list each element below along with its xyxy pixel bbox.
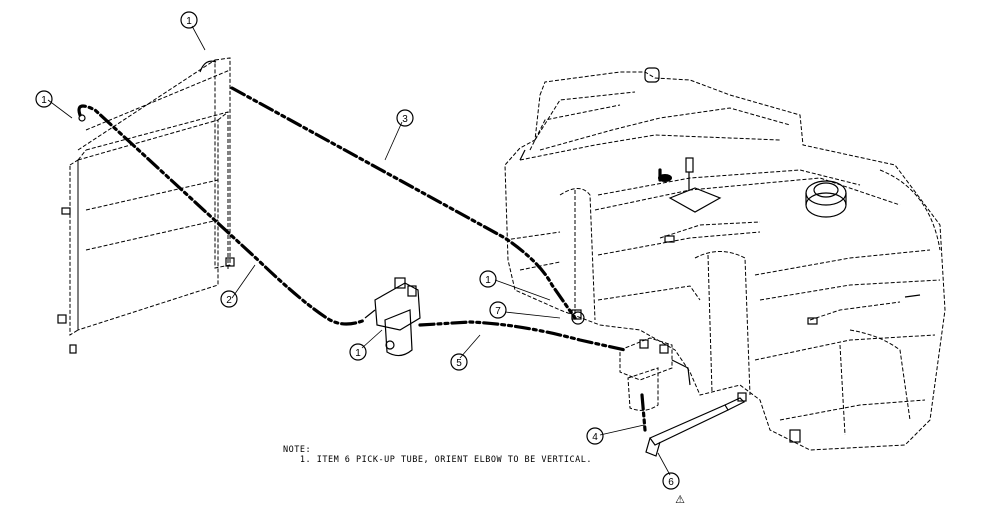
callout-label: 4 xyxy=(592,432,598,443)
callout-label: 2 xyxy=(226,295,232,306)
drawing-note: NOTE: 1. ITEM 6 PICK-UP TUBE, ORIENT ELB… xyxy=(283,445,592,465)
hoses xyxy=(77,86,662,432)
callout-label: 6 xyxy=(668,477,674,488)
callout-5: 5 xyxy=(450,353,468,371)
callout-leaders xyxy=(47,25,671,476)
callout-1-left: 1 xyxy=(35,90,53,108)
callout-3: 3 xyxy=(396,109,414,127)
callout-label: 1 xyxy=(41,95,47,106)
note-heading: NOTE: xyxy=(283,445,312,455)
callout-1-top: 1 xyxy=(180,11,198,29)
callout-label: 5 xyxy=(456,358,462,369)
callout-6: 6 xyxy=(662,472,680,490)
callout-4: 4 xyxy=(586,427,604,445)
callout-2: 2 xyxy=(220,290,238,308)
pickup-tube xyxy=(645,397,746,457)
callout-1-tank: 1 xyxy=(479,270,497,288)
callout-1-filter: 1 xyxy=(349,343,367,361)
secondary-filter xyxy=(619,337,691,411)
primary-filter xyxy=(364,277,421,357)
warning-triangle-icon: ⚠ xyxy=(675,493,685,506)
callout-label: 1 xyxy=(485,275,491,286)
note-line-1: 1. ITEM 6 PICK-UP TUBE, ORIENT ELBOW TO … xyxy=(299,455,592,465)
cooler-frame xyxy=(57,57,235,354)
callout-label: 3 xyxy=(402,114,408,125)
callout-7: 7 xyxy=(489,301,507,319)
callout-label: 1 xyxy=(186,16,192,27)
fuel-tank xyxy=(504,67,946,451)
callout-label: 1 xyxy=(355,348,361,359)
callout-label: 7 xyxy=(495,306,501,317)
